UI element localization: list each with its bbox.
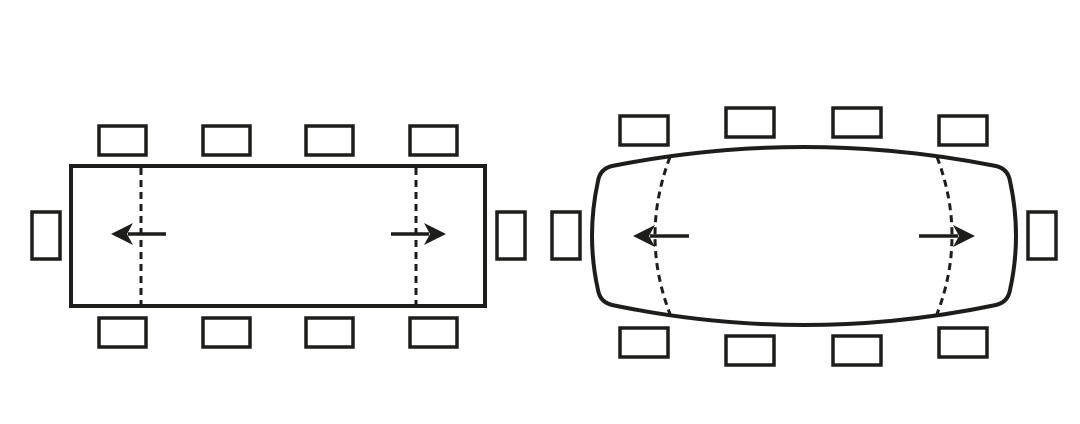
- chair-bottom-4: [408, 316, 459, 349]
- chair-bottom-3: [304, 316, 355, 349]
- chair-right-end: [495, 210, 527, 261]
- arrow-right-icon: [391, 223, 446, 245]
- chair-top-3: [831, 106, 883, 139]
- arrow-left-icon: [111, 223, 166, 245]
- chair-top-3: [304, 124, 355, 157]
- chair-bottom-1: [618, 326, 670, 359]
- arrow-left-icon: [633, 225, 689, 247]
- chair-top-4: [937, 114, 989, 147]
- chair-bottom-1: [97, 316, 148, 349]
- arrow-right-icon: [919, 225, 975, 247]
- chair-top-2: [201, 124, 252, 157]
- barrel-table-top: [590, 145, 1018, 327]
- chair-top-1: [618, 114, 670, 147]
- chair-bottom-2: [724, 334, 776, 367]
- rectangular-table-group: [30, 124, 527, 349]
- chair-bottom-4: [937, 326, 989, 359]
- chair-right-end: [1026, 210, 1058, 261]
- chair-left-end: [30, 210, 62, 261]
- chair-left-end: [550, 210, 582, 261]
- barrel-table-group: [550, 106, 1058, 367]
- chair-top-2: [724, 106, 776, 139]
- chair-bottom-2: [201, 316, 252, 349]
- chair-top-4: [408, 124, 459, 157]
- rectangular-table-top: [69, 164, 487, 308]
- chair-bottom-3: [831, 334, 883, 367]
- chair-top-1: [97, 124, 148, 157]
